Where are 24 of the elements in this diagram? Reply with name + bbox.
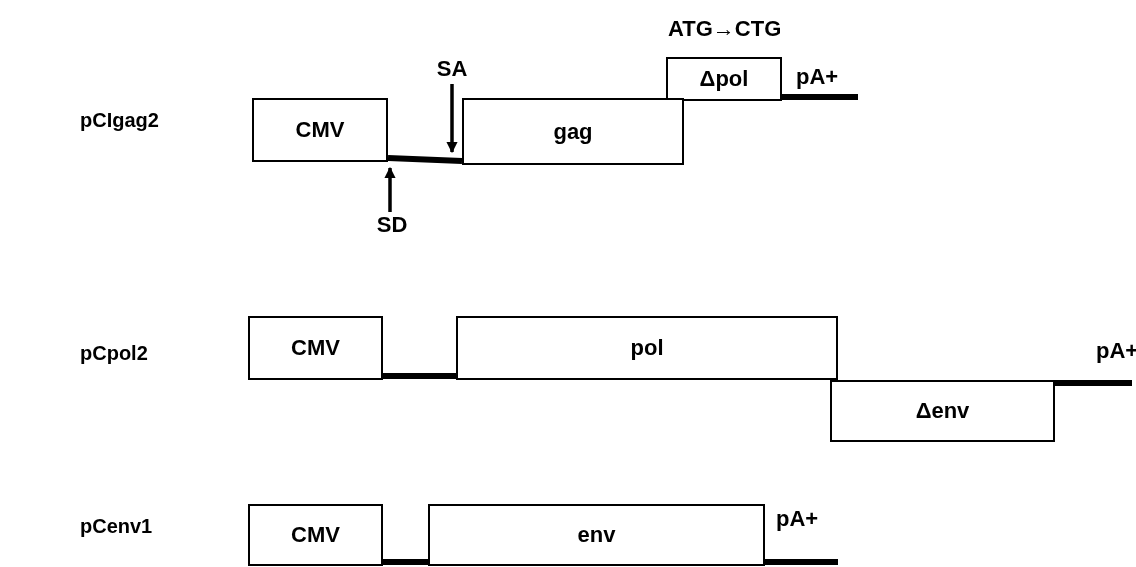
gene-segment-box: CMV [248, 504, 383, 566]
gene-segment-box: pol [456, 316, 838, 380]
gene-segment-box: Δpol [666, 57, 782, 101]
intron-line [1055, 380, 1132, 386]
construct-name: pCpol2 [80, 343, 148, 363]
gene-segment-box: env [428, 504, 765, 566]
gene-segment-box: gag [462, 98, 684, 165]
polya-label: pA+ [776, 508, 819, 530]
construct-name: pCenv1 [80, 516, 153, 536]
intron-line [387, 155, 463, 164]
intron-line [383, 373, 456, 379]
construct-name: pCIgag2 [80, 110, 159, 130]
mutation-label: ATG→CTG [668, 18, 782, 40]
intron-line [765, 559, 838, 565]
site-arrow [446, 84, 458, 154]
site-arrow [384, 166, 396, 212]
gene-segment-box: Δenv [830, 380, 1055, 442]
gene-segment-box: CMV [252, 98, 388, 162]
intron-line [383, 559, 428, 565]
gene-segment-box: CMV [248, 316, 383, 380]
intron-line [782, 94, 858, 100]
site-label: SA [432, 58, 472, 82]
site-label: SD [372, 214, 412, 238]
polya-label: pA+ [796, 66, 839, 88]
